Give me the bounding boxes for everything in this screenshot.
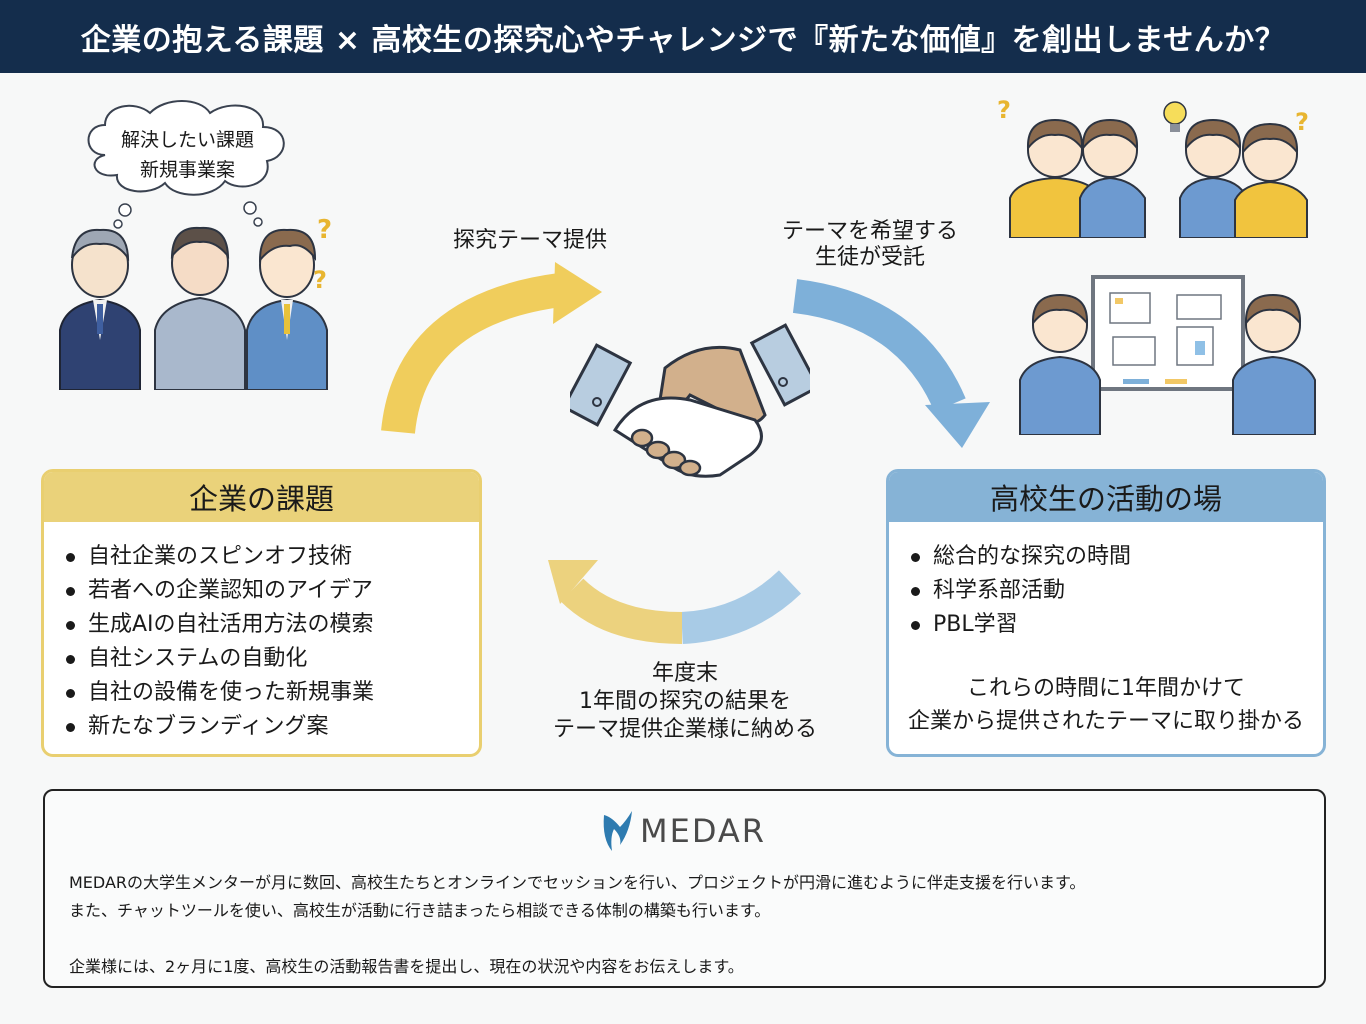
thought-line-1: 解決したい課題 <box>120 129 254 151</box>
year-end-line-3: テーマ提供企業様に納める <box>552 717 817 742</box>
company-issues-card: 企業の課題 自社企業のスピンオフ技術 若者への企業認知のアイデア 生成AIの自社… <box>41 469 482 757</box>
arrow-return-head <box>548 560 598 604</box>
list-item: 生成AIの自社活用方法の模索 <box>64 608 479 642</box>
svg-text:?: ? <box>317 215 332 245</box>
list-item: 新たなブランディング案 <box>64 710 479 744</box>
company-card-title: 企業の課題 <box>44 472 479 522</box>
student-activity-list: 総合的な探究の時間 科学系部活動 PBL学習 <box>889 522 1323 642</box>
thought-bubble-text: 解決したい課題 新規事業案 <box>75 125 300 185</box>
handshake-icon <box>570 323 810 478</box>
page-header: 企業の抱える課題 × 高校生の探究心やチャレンジで『新たな価値』を創出しませんか… <box>0 0 1366 73</box>
medar-logo-mark-icon <box>603 811 632 851</box>
list-item: PBL学習 <box>909 608 1323 642</box>
year-end-line-1: 年度末 <box>651 661 718 686</box>
label-provide-theme: 探究テーマ提供 <box>452 228 607 253</box>
page-title: 企業の抱える課題 × 高校生の探究心やチャレンジで『新たな価値』を創出しませんか… <box>80 22 1286 58</box>
medar-report-line: 企業様には、2ヶ月に1度、高校生の活動報告書を提出し、現在の状況や内容をお伝えし… <box>69 957 744 976</box>
svg-text:?: ? <box>313 266 327 294</box>
list-item: 自社システムの自動化 <box>64 642 479 676</box>
medar-logo: MEDAR <box>600 809 780 853</box>
students-discussing-illustration: ? ? <box>997 96 1309 238</box>
list-item: 自社の設備を使った新規事業 <box>64 676 479 710</box>
svg-text:?: ? <box>1295 108 1309 136</box>
arrow-provide-theme <box>381 273 563 435</box>
thought-line-2: 新規事業案 <box>139 159 235 181</box>
note-line-1: これらの時間に1年間かけて <box>967 676 1245 701</box>
thought-bubble-icon <box>87 100 285 196</box>
medar-line-1: MEDARの大学生メンターが月に数回、高校生たちとオンラインでセッションを行い、… <box>69 873 1086 892</box>
student-card-note: これらの時間に1年間かけて 企業から提供されたテーマに取り掛かる <box>889 672 1323 738</box>
student-card-title: 高校生の活動の場 <box>889 472 1323 522</box>
list-item: 総合的な探究の時間 <box>909 540 1323 574</box>
svg-text:?: ? <box>997 96 1011 124</box>
label-accept-line-2: 生徒が受託 <box>814 245 925 270</box>
medar-description: MEDARの大学生メンターが月に数回、高校生たちとオンラインでセッションを行い、… <box>69 869 1085 981</box>
list-item: 自社企業のスピンオフ技術 <box>64 540 479 574</box>
list-item: 若者への企業認知のアイデア <box>64 574 479 608</box>
student-activity-card: 高校生の活動の場 総合的な探究の時間 科学系部活動 PBL学習 これらの時間に1… <box>886 469 1326 757</box>
arrow-provide-theme-head <box>553 262 602 324</box>
label-accept-line-1: テーマを希望する <box>781 219 958 244</box>
medar-logo-text: MEDAR <box>640 812 767 850</box>
arrow-return-yellow <box>560 578 683 644</box>
label-student-accepts: テーマを希望する 生徒が受託 <box>750 219 990 271</box>
list-item: 科学系部活動 <box>909 574 1323 608</box>
label-year-end: 年度末 1年間の探究の結果を テーマ提供企業様に納める <box>520 660 850 744</box>
note-line-2: 企業から提供されたテーマに取り掛かる <box>907 709 1304 734</box>
arrow-student-accept-head <box>925 402 990 448</box>
medar-support-box: MEDAR MEDARの大学生メンターが月に数回、高校生たちとオンラインでセッシ… <box>43 789 1326 988</box>
company-issues-list: 自社企業のスピンオフ技術 若者への企業認知のアイデア 生成AIの自社活用方法の模… <box>44 522 479 744</box>
arrow-return-blue <box>680 570 802 644</box>
medar-line-2: また、チャットツールを使い、高校生が活動に行き詰まったら相談できる体制の構築も行… <box>69 901 771 920</box>
business-people-illustration: ? ? <box>59 201 332 390</box>
year-end-line-2: 1年間の探究の結果を <box>579 689 791 714</box>
arrow-student-accept <box>792 279 966 412</box>
students-presenting-illustration <box>1019 275 1316 435</box>
